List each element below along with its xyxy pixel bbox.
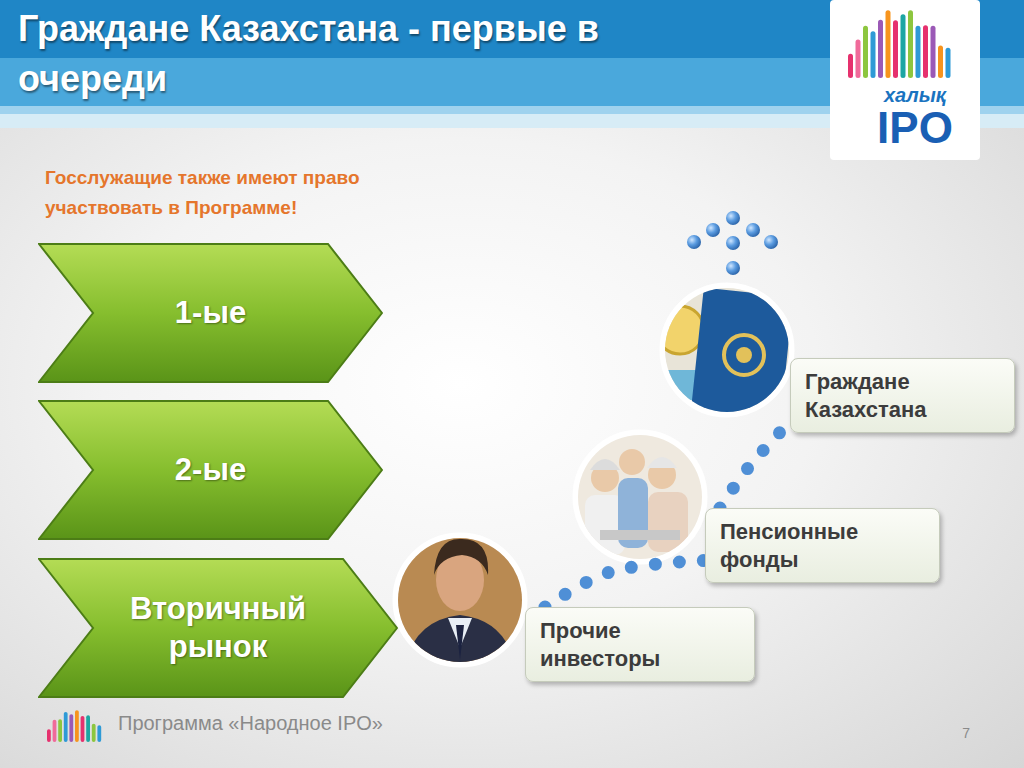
box-label: Граждане Казахстана (805, 368, 975, 424)
step-label: Вторичный рынок (103, 590, 333, 666)
chevron-outline (39, 559, 397, 697)
step-label: 1-ые (175, 294, 246, 332)
footer-logo-bars (47, 710, 101, 742)
logo-word: IPO (860, 104, 970, 152)
chevron-step: 2-ые (38, 400, 383, 540)
page-number: 7 (940, 724, 970, 742)
pensioners-photo (570, 430, 710, 570)
arrow-dots (687, 211, 778, 275)
box-label: Прочие инвесторы (540, 617, 710, 673)
chevron-step: 1-ые (38, 243, 383, 383)
dotted-connector (545, 561, 705, 608)
info-box: Прочие инвесторы (525, 607, 755, 682)
info-box: Граждане Казахстана (790, 358, 1015, 433)
passport-photo (655, 285, 800, 425)
chevron-step: Вторичный рынок (38, 558, 398, 698)
note-text: Госслужащие также имеют право участвоват… (45, 163, 465, 223)
logo-word: халық (860, 84, 970, 106)
chevron-shape (38, 558, 398, 698)
logo-ground (830, 0, 980, 160)
info-box: Пенсионные фонды (705, 508, 940, 583)
box-label: Пенсионные фонды (720, 518, 890, 574)
chevron-outline (39, 244, 382, 382)
dotted-connector (720, 422, 790, 508)
logo-bars (848, 10, 951, 78)
slide-title: Граждане Казахстана - первые в очереди (18, 4, 678, 104)
footer-text: Программа «Народное IPO» (118, 710, 438, 736)
chevron-outline (39, 401, 382, 539)
step-label: 2-ые (175, 451, 246, 489)
investor-photo (390, 530, 530, 670)
